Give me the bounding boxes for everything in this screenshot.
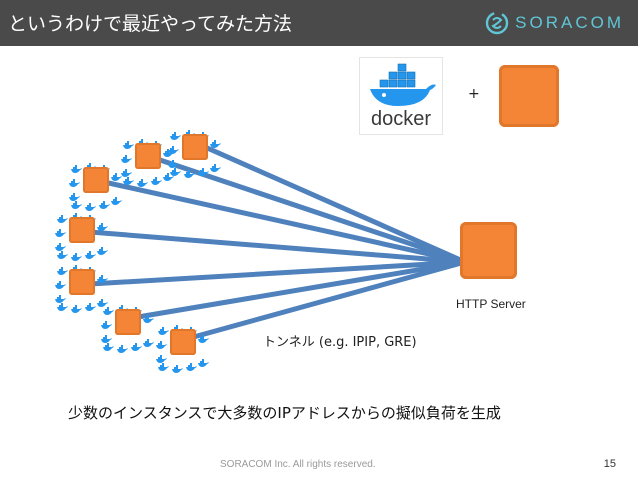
docker-whale-icon <box>100 314 112 333</box>
docker-whale-icon <box>56 260 68 279</box>
docker-whale-icon <box>142 332 154 351</box>
tunnel-line <box>101 179 468 265</box>
docker-whale-icon <box>167 139 179 158</box>
docker-whale-icon <box>110 166 122 185</box>
docker-whale-icon <box>84 244 96 263</box>
docker-whale-icon <box>162 166 174 185</box>
tunnel-line <box>157 157 468 265</box>
docker-whale-icon <box>150 170 162 189</box>
docker-whale-icon <box>96 216 108 235</box>
docker-whale-icon <box>197 161 209 180</box>
docker-whale-icon <box>54 274 66 293</box>
docker-whale-icon <box>56 208 68 227</box>
docker-whale-icon <box>68 172 80 191</box>
docker-whale-icon <box>110 190 122 209</box>
tunnel-line <box>187 259 468 341</box>
docker-whale-icon <box>54 236 66 255</box>
docker-whale-icon <box>84 296 96 315</box>
docker-whale-icon <box>169 125 181 144</box>
ec2-instance-icon <box>115 309 141 335</box>
docker-whale-icon <box>183 163 195 182</box>
docker-whale-icon <box>84 196 96 215</box>
docker-whale-icon <box>102 300 114 319</box>
ec2-instance-icon <box>69 217 95 243</box>
docker-whale-icon <box>209 157 221 176</box>
docker-whale-icon <box>157 320 169 339</box>
docker-whale-icon <box>171 358 183 377</box>
docker-whale-icon <box>155 348 167 367</box>
ec2-instance-icon <box>182 134 208 160</box>
ec2-instance-icon <box>499 65 559 127</box>
docker-whale-icon <box>162 142 174 161</box>
docker-wordmark: docker <box>370 108 432 130</box>
tunnel-line <box>87 259 468 287</box>
docker-whale-icon <box>197 328 209 347</box>
docker-whale-icon <box>185 356 197 375</box>
ec2-instance-icon <box>135 143 161 169</box>
ec2-instance-icon <box>83 167 109 193</box>
slide-summary: 少数のインスタンスで大多数のIPアドレスからの擬似負荷を生成 <box>68 404 501 422</box>
docker-whale-icon <box>96 240 108 259</box>
docker-whale-icon <box>167 153 179 172</box>
docker-whale-icon <box>56 296 68 315</box>
docker-whale-icon <box>54 288 66 307</box>
docker-whale-icon <box>169 161 181 180</box>
docker-whale-icon <box>70 194 82 213</box>
docker-whale-icon <box>370 63 436 106</box>
soracom-logo: SORACOM <box>485 10 624 36</box>
footer-copyright: SORACOM Inc. All rights reserved. <box>220 459 376 470</box>
docker-whale-icon <box>122 134 134 153</box>
docker-whale-icon <box>100 328 112 347</box>
docker-whale-icon <box>155 334 167 353</box>
soracom-logo-icon <box>485 11 509 35</box>
docker-whale-icon <box>209 133 221 152</box>
page-number: 15 <box>603 458 616 470</box>
docker-whale-icon <box>130 336 142 355</box>
docker-whale-icon <box>120 148 132 167</box>
http-server-instance-icon <box>460 222 517 279</box>
tunnel-line <box>202 144 468 265</box>
slide-title: というわけで最近やってみた方法 <box>8 13 293 35</box>
docker-whale-icon <box>56 244 68 263</box>
docker-whale-icon <box>98 194 110 213</box>
docker-whale-icon <box>120 162 132 181</box>
docker-logo: docker <box>359 57 443 135</box>
docker-whale-icon <box>102 336 114 355</box>
tunnel-line <box>129 259 468 321</box>
tunnel-label: トンネル (e.g. IPIP, GRE) <box>263 335 417 350</box>
docker-whale-icon <box>136 172 148 191</box>
docker-whale-icon <box>70 246 82 265</box>
ec2-instance-icon <box>69 269 95 295</box>
docker-whale-icon <box>96 268 108 287</box>
docker-whale-icon <box>70 298 82 317</box>
tunnel-line <box>87 229 468 265</box>
ec2-instance-icon <box>170 329 196 355</box>
http-server-label: HTTP Server <box>456 297 526 311</box>
docker-whale-icon <box>142 308 154 327</box>
docker-whale-icon <box>68 186 80 205</box>
docker-whale-icon <box>70 158 82 177</box>
plus-sign: + <box>468 86 480 102</box>
docker-whale-icon <box>54 222 66 241</box>
slide-header: というわけで最近やってみた方法 SORACOM <box>0 0 638 46</box>
docker-whale-icon <box>197 352 209 371</box>
docker-whale-icon <box>116 338 128 357</box>
soracom-logo-text: SORACOM <box>515 13 624 32</box>
docker-whale-icon <box>122 170 134 189</box>
docker-whale-icon <box>157 356 169 375</box>
docker-whale-icon <box>96 292 108 311</box>
